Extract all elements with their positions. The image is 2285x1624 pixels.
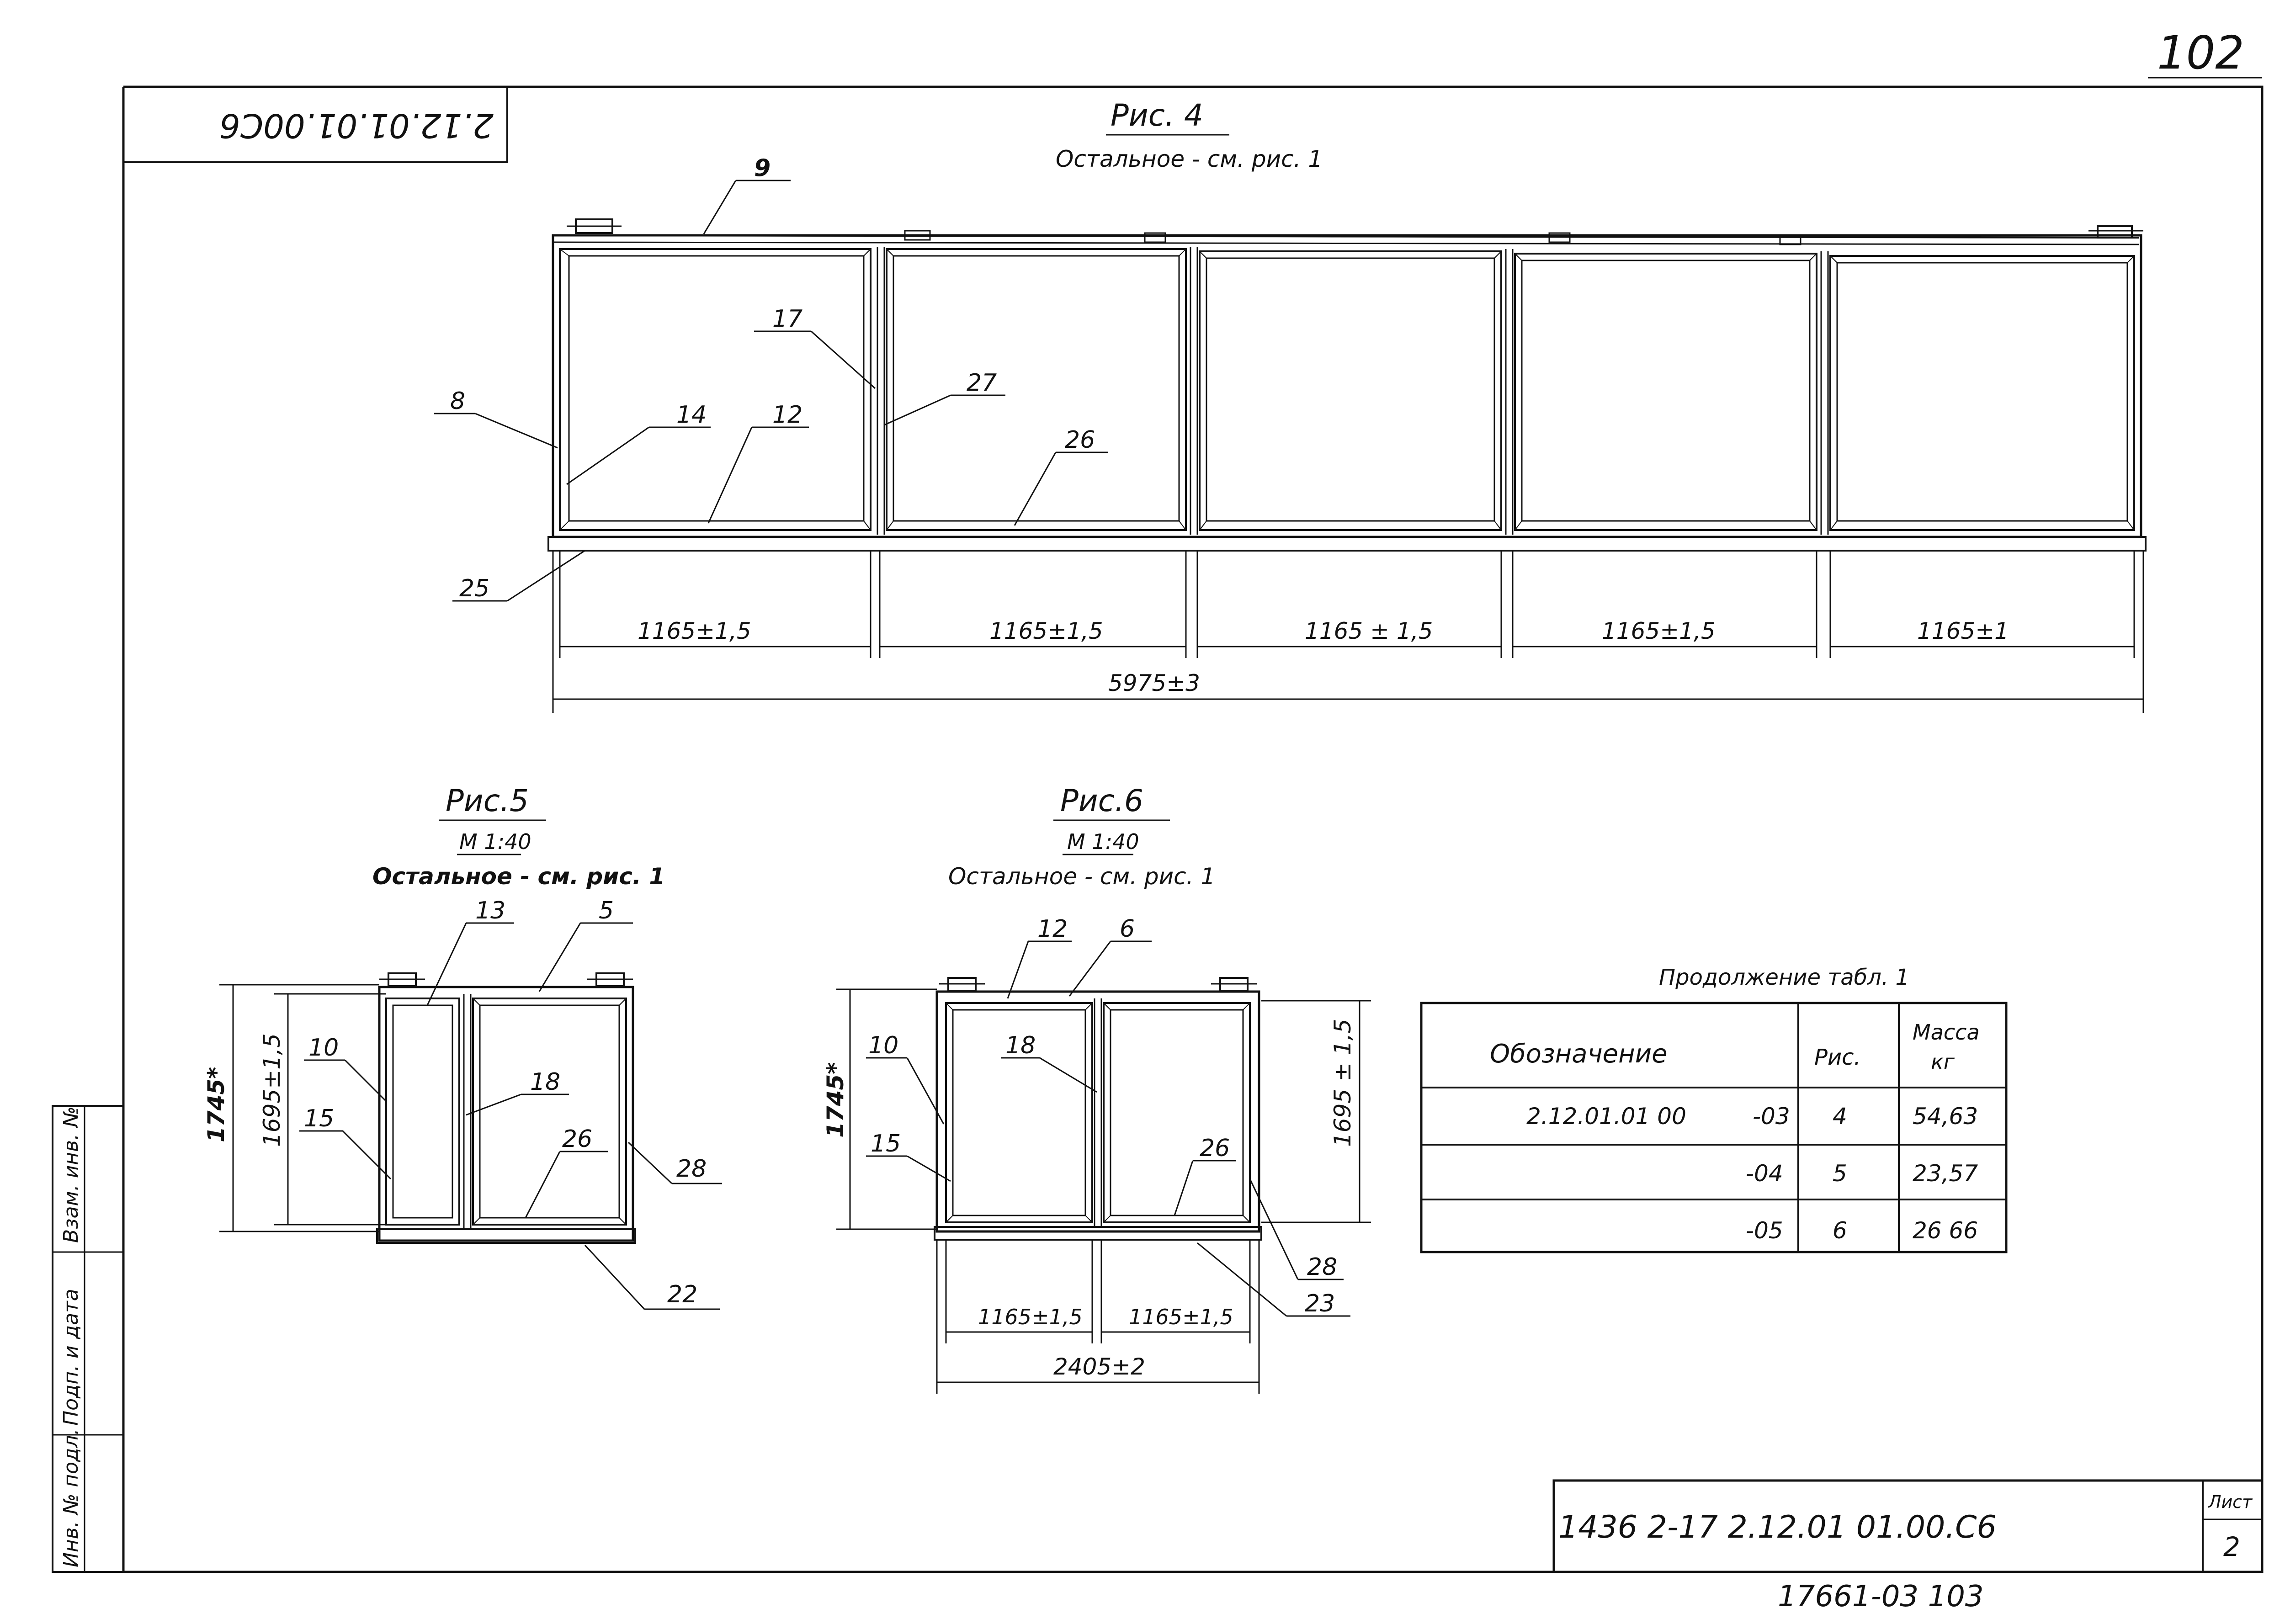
- fig6-overall-dim: 2405±2: [1053, 1353, 1145, 1380]
- fig5-callout-18: 18: [530, 1068, 560, 1096]
- fig5-callout-28: 28: [676, 1155, 707, 1183]
- rotated-code-box: 2.12.01.01.00C6: [123, 86, 508, 163]
- fig4-dimensions: 1165±1,5 1165±1,5 1165 ± 1,5 1165±1,5 11…: [552, 551, 2144, 713]
- fig6-dim-width-1: 1165±1,5: [978, 1305, 1083, 1329]
- fig6-callout-6: 6: [1120, 915, 1135, 943]
- fig5-subtitle: Остальное - см. рис. 1: [372, 863, 665, 890]
- table-header-designation: Обозначение: [1490, 1039, 1668, 1069]
- title-block-document: 1436 2-17 2.12.01 01.00.С6: [1558, 1509, 1997, 1545]
- table-row-2-mass: 23,57: [1913, 1160, 1978, 1187]
- table-header-fig: Рис.: [1814, 1045, 1861, 1070]
- fig4-callout-26: 26: [1065, 426, 1095, 454]
- table-row-3-suffix: -05: [1746, 1217, 1783, 1244]
- fig4-subtitle: Остальное - см. рис. 1: [1056, 146, 1323, 172]
- fig5-callout-22: 22: [667, 1281, 697, 1308]
- side-stamp-label-2: Подп. и дата: [59, 1289, 83, 1426]
- fig6-callout-23: 23: [1305, 1290, 1335, 1317]
- fig4-dim-4: 1165±1,5: [1602, 618, 1716, 644]
- table-header-mass-1: Масса: [1913, 1020, 1980, 1045]
- table-row-3-mass: 26 66: [1913, 1217, 1978, 1244]
- fig4-callout-14: 14: [676, 401, 707, 429]
- table-row-1-designation: 2.12.01.01 00: [1526, 1103, 1686, 1130]
- page-number: 102: [2157, 26, 2244, 80]
- fig5-dim-inner: 1695±1,5: [259, 1033, 285, 1147]
- table-row-2-fig: 5: [1833, 1160, 1847, 1187]
- fig5-scale: М 1:40: [459, 829, 531, 854]
- title-block: 1436 2-17 2.12.01 01.00.С6 Лист 2: [1552, 1479, 2264, 1573]
- fig4-title: Рис. 4: [1111, 98, 1203, 133]
- fig4-dim-2: 1165±1,5: [989, 618, 1103, 644]
- title-block-sheet-number: 2: [2223, 1531, 2240, 1562]
- fig4-callout-9: 9: [754, 154, 771, 182]
- fig6-title: Рис.6: [1060, 783, 1143, 818]
- table-caption: Продолжение табл. 1: [1659, 965, 1909, 990]
- table-row-3-fig: 6: [1833, 1217, 1847, 1244]
- side-stamp-label-1: Инв. № подл.: [59, 1428, 83, 1567]
- fig6-callout-18: 18: [1005, 1032, 1036, 1059]
- bottom-number: 17661-03 103: [1778, 1580, 1984, 1613]
- fig6-scale: М 1:40: [1067, 829, 1139, 854]
- fig6-subtitle: Остальное - см. рис. 1: [948, 863, 1215, 890]
- fig4-callout-27: 27: [967, 369, 997, 397]
- figure-4: Рис. 4 Остальное - см. рис. 1: [434, 98, 2147, 713]
- side-stamp-label-3: Взам. инв. №: [59, 1106, 83, 1243]
- table-row-1-suffix: -03: [1753, 1103, 1790, 1130]
- fig4-callout-8: 8: [450, 387, 465, 415]
- figure-5: Рис.5 М 1:40 Остальное - см. рис. 1 1745…: [203, 783, 722, 1310]
- fig4-callout-25: 25: [459, 575, 489, 602]
- fig5-callout-15: 15: [304, 1105, 334, 1132]
- fig6-callout-12: 12: [1037, 915, 1068, 943]
- fig5-callout-10: 10: [308, 1034, 339, 1061]
- fig5-callout-5: 5: [599, 897, 614, 924]
- fig6-callout-15: 15: [871, 1130, 901, 1157]
- fig6-callout-10: 10: [868, 1032, 898, 1059]
- fig5-title: Рис.5: [446, 783, 529, 818]
- mass-table: Продолжение табл. 1 Обозначение Рис. Мас…: [1420, 965, 2008, 1253]
- table-row-2-suffix: -04: [1746, 1160, 1783, 1187]
- figure-6: Рис.6 М 1:40 Остальное - см. рис. 1: [822, 783, 1371, 1394]
- fig4-dim-5: 1165±1: [1917, 618, 2009, 644]
- fig6-dim-inner: 1695 ± 1,5: [1329, 1019, 1356, 1147]
- fig5-dim-outer: 1745*: [203, 1067, 229, 1142]
- table-row-1-mass: 54,63: [1913, 1103, 1978, 1130]
- fig4-dim-3: 1165 ± 1,5: [1305, 618, 1433, 644]
- fig4-overall-dim: 5975±3: [1108, 670, 1200, 696]
- fig6-callout-26: 26: [1200, 1135, 1230, 1162]
- fig4-callout-17: 17: [772, 305, 802, 333]
- sheet-frame: [52, 77, 2264, 1573]
- fig6-dim-width-2: 1165±1,5: [1129, 1305, 1233, 1329]
- table-row-1-fig: 4: [1833, 1103, 1847, 1130]
- fig5-callout-26: 26: [562, 1125, 592, 1153]
- fig4-dim-1: 1165±1,5: [638, 618, 751, 644]
- fig6-callout-28: 28: [1307, 1253, 1337, 1281]
- fig6-dim-outer: 1745*: [822, 1062, 849, 1138]
- fig4-callout-12: 12: [772, 401, 802, 429]
- rotated-code: 2.12.01.01.00C6: [219, 106, 494, 145]
- fig5-callout-13: 13: [475, 897, 505, 924]
- table-header-mass-2: кг: [1931, 1050, 1955, 1074]
- title-block-sheet-label: Лист: [2207, 1492, 2253, 1512]
- side-stamp: Инв. № подл. Подп. и дата Взам. инв. №: [59, 1106, 83, 1567]
